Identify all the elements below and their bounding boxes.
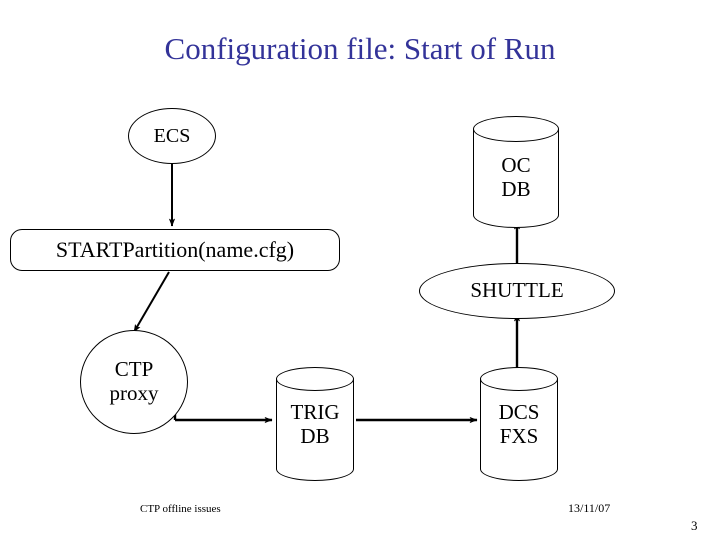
cylinder-top-ellipse	[276, 367, 354, 391]
node-dcs-fxs-label: DCS FXS	[498, 400, 540, 448]
node-ecs-label: ECS	[153, 124, 191, 147]
cylinder-body	[473, 129, 559, 215]
node-shuttle-label: SHUTTLE	[470, 278, 564, 303]
node-startpartition[interactable]: STARTPartition(name.cfg)	[10, 229, 340, 271]
node-trig-db-label: TRIG DB	[290, 400, 340, 448]
footer-page-number: 3	[691, 518, 698, 533]
edge-ctp-proxy-to-trig-db	[171, 391, 273, 424]
node-ctp-proxy-label: CTP proxy	[109, 357, 159, 405]
node-trig-db[interactable]: TRIG DB	[276, 367, 354, 481]
node-ecs[interactable]: ECS	[128, 108, 216, 164]
footer-date: 13/11/07	[568, 501, 611, 515]
footer-note: CTP offline issues	[140, 503, 221, 515]
page-title: Configuration file: Start of Run	[164, 31, 556, 66]
node-oc-db-label: OC DB	[501, 153, 531, 201]
node-ctp-proxy[interactable]: CTP proxy	[80, 330, 188, 434]
edge-startpartition-to-ctp-proxy	[133, 271, 170, 333]
cylinder-body	[276, 379, 354, 469]
node-oc-db[interactable]: OC DB	[473, 116, 559, 228]
cylinder-body	[480, 379, 558, 469]
node-dcs-fxs[interactable]: DCS FXS	[480, 367, 558, 481]
cylinder-top-ellipse	[480, 367, 558, 391]
node-shuttle[interactable]: SHUTTLE	[419, 263, 615, 319]
node-startpartition-label: STARTPartition(name.cfg)	[55, 236, 295, 262]
cylinder-top-ellipse	[473, 116, 559, 142]
